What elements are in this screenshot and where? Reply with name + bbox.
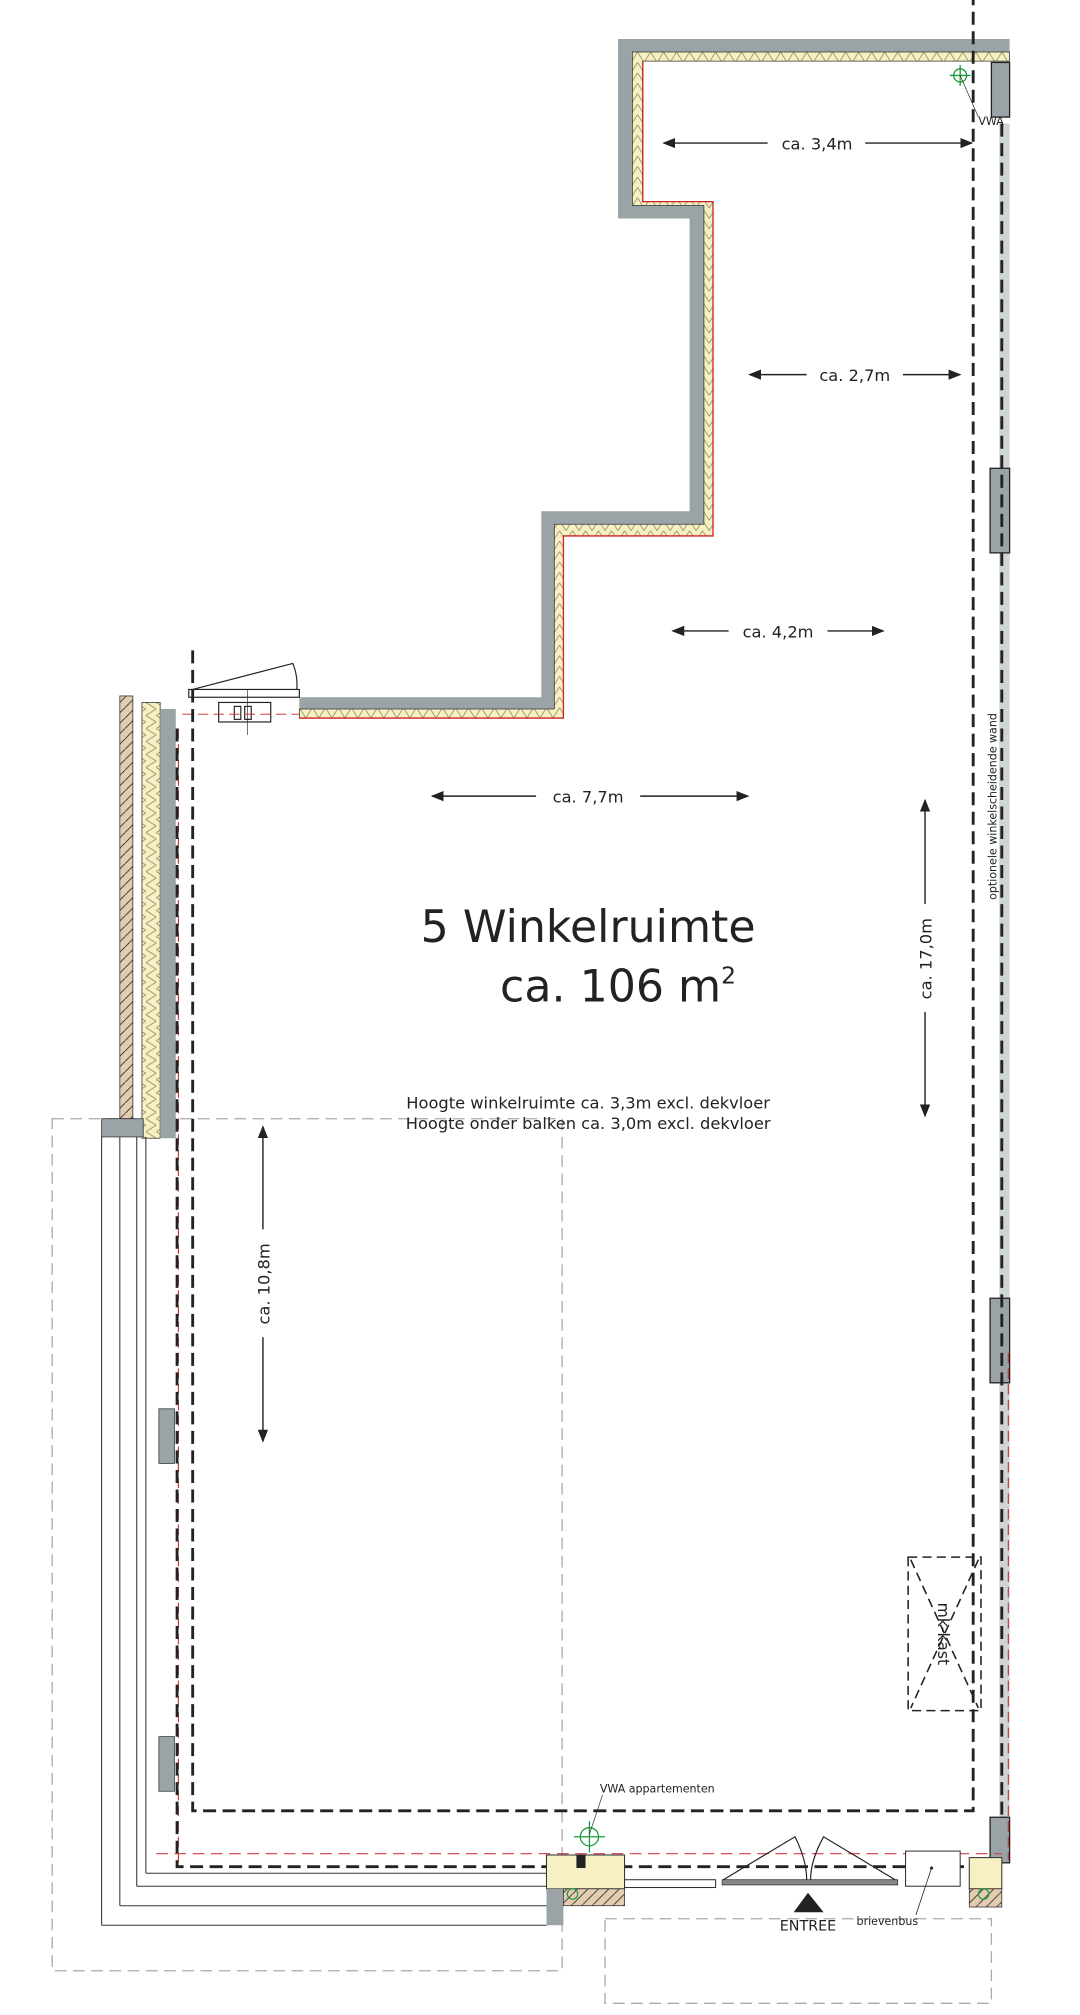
entrance-arrow-icon xyxy=(793,1892,824,1913)
back-wall xyxy=(298,39,1010,719)
dim-upper-width: ca. 2,7m xyxy=(819,366,890,385)
room-area: ca. 106 m2 xyxy=(500,961,736,1012)
dimension-lines xyxy=(257,137,974,1443)
unit-boundary xyxy=(175,0,1004,1869)
vwa-symbol-front-icon xyxy=(573,1795,606,1853)
dim-left-length: ca. 10,8m xyxy=(254,1243,273,1324)
optional-wall-label: optionele winkelscheidende wand xyxy=(987,713,1000,900)
room-title: 5 Winkelruimte xyxy=(421,902,756,953)
room-note-height: Hoogte winkelruimte ca. 3,3m excl. dekvl… xyxy=(406,1093,770,1112)
dim-top-width: ca. 3,4m xyxy=(782,135,853,154)
left-wall xyxy=(101,695,547,1926)
meter-cupboard-label: mk-kast xyxy=(934,1603,952,1665)
meter-cupboard xyxy=(907,1556,982,1712)
outdoor-outlines xyxy=(51,1118,993,2004)
dim-middle-width: ca. 4,2m xyxy=(743,622,814,641)
front-facade xyxy=(156,1835,1003,1926)
room-area-sup: 2 xyxy=(721,961,736,989)
vwa-symbol-top-icon xyxy=(949,65,979,118)
right-wall xyxy=(989,61,1011,1864)
mailbox-label: brievenbus xyxy=(857,1915,919,1928)
side-door xyxy=(182,662,300,735)
entrance-label: ENTREE xyxy=(780,1918,836,1934)
dim-main-width: ca. 7,7m xyxy=(553,788,624,807)
room-note-beam-height: Hoogte onder balken ca. 3,0m excl. dekvl… xyxy=(406,1114,771,1133)
dim-right-length: ca. 17,0m xyxy=(917,918,936,999)
vwa-apartments-label: VWA appartementen xyxy=(600,1783,715,1796)
vwa-label: VWA xyxy=(978,115,1004,128)
room-area-value: ca. 106 m xyxy=(500,962,721,1013)
